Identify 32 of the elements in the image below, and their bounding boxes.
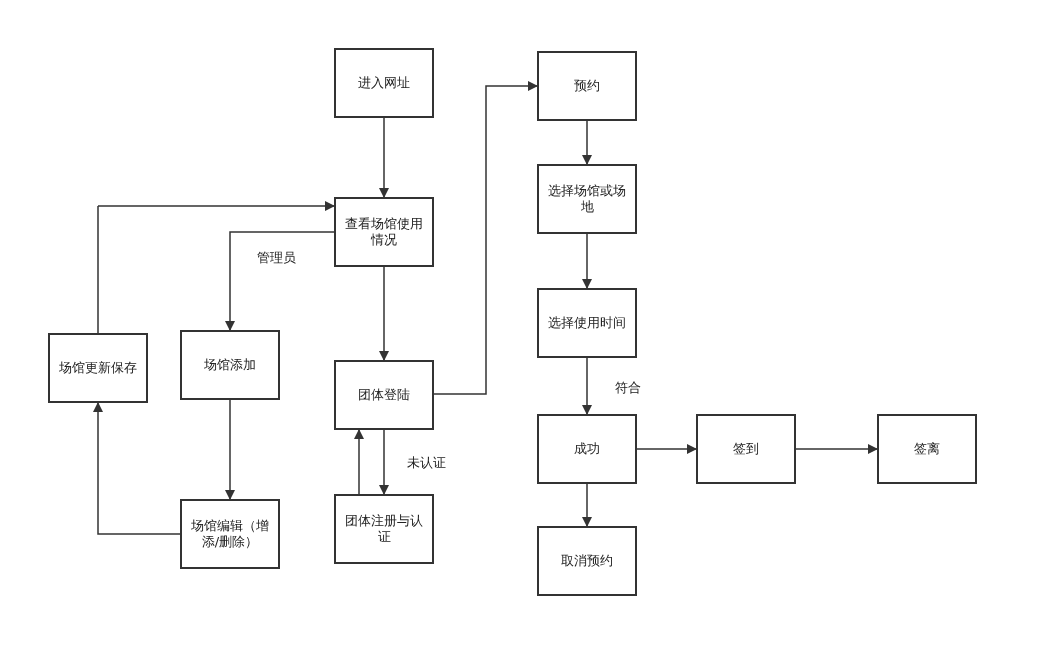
process-box: 进入网址 — [334, 48, 434, 118]
arrow — [225, 231, 335, 331]
arrow — [97, 201, 335, 334]
process-box: 查看场馆使用情况 — [334, 197, 434, 267]
process-box: 团体注册与认证 — [334, 494, 434, 564]
arrow — [93, 402, 181, 535]
arrow — [433, 81, 538, 395]
process-box: 选择场馆或场地 — [537, 164, 637, 234]
process-box: 签到 — [696, 414, 796, 484]
arrow — [636, 444, 697, 454]
edge-label: 符合 — [613, 379, 643, 397]
arrow — [379, 117, 389, 198]
arrow — [795, 444, 878, 454]
arrow — [582, 233, 592, 289]
process-box: 团体登陆 — [334, 360, 434, 430]
arrow — [582, 357, 592, 415]
process-box: 场馆添加 — [180, 330, 280, 400]
arrow — [582, 120, 592, 165]
process-box: 取消预约 — [537, 526, 637, 596]
arrow — [582, 483, 592, 527]
arrow — [225, 399, 235, 500]
process-box: 选择使用时间 — [537, 288, 637, 358]
edge-label: 管理员 — [255, 249, 298, 267]
process-box: 成功 — [537, 414, 637, 484]
arrow — [354, 429, 364, 495]
process-box: 签离 — [877, 414, 977, 484]
arrow — [379, 266, 389, 361]
process-box: 预约 — [537, 51, 637, 121]
arrow — [379, 429, 389, 495]
edge-label: 未认证 — [405, 454, 448, 472]
process-box: 场馆编辑（增添/删除） — [180, 499, 280, 569]
process-box: 场馆更新保存 — [48, 333, 148, 403]
